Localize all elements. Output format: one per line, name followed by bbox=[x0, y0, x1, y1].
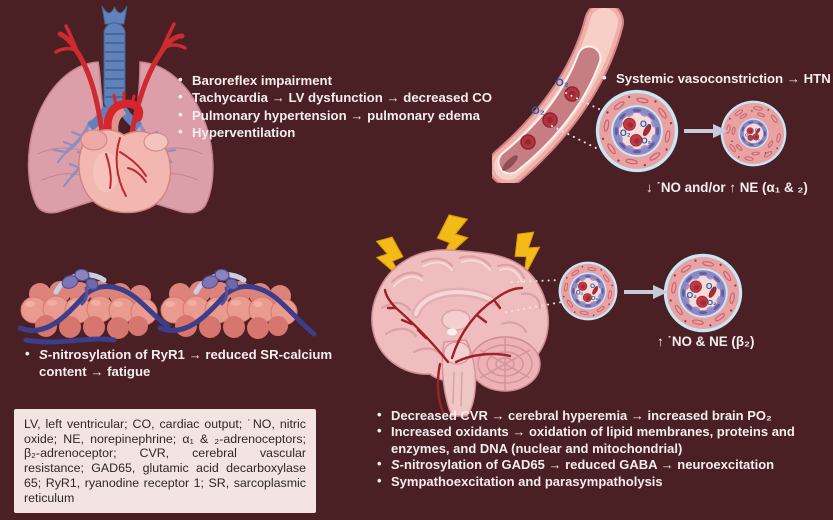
abbreviations-legend: LV, left ventricular; CO, cardiac output… bbox=[14, 409, 316, 513]
ryr1-effects-list: S-nitrosylation of RyR1 → reduced SR-cal… bbox=[24, 345, 342, 381]
vessel-effect-label: ↓ ˙NO and/or ↑ NE (α₁ & ₂) bbox=[646, 180, 808, 195]
list-item: Increased oxidants → oxidation of lipid … bbox=[376, 423, 814, 457]
blood-vessel-illustration: O₂ O₂ bbox=[492, 8, 624, 183]
list-item: Systemic vasoconstriction → HTN bbox=[601, 69, 831, 87]
vessel-cross-section-constricted bbox=[720, 100, 787, 167]
ryr1-filament-icon bbox=[18, 284, 317, 345]
cardiopulmonary-effects-list: Baroreflex impairment Tachycardia → LV d… bbox=[177, 71, 522, 141]
list-item: Tachycardia → LV dysfunction → decreased… bbox=[177, 88, 522, 106]
cerebellum-icon bbox=[469, 336, 541, 392]
list-item: Pulmonary hypertension → pulmonary edema bbox=[177, 106, 522, 124]
trachea-icon bbox=[87, 5, 142, 131]
list-item: S-nitrosylation of RyR1 → reduced SR-cal… bbox=[24, 345, 342, 381]
brain-effect-label: ↑ ˙NO & NE (β₂) bbox=[657, 334, 755, 349]
channel-complex-icon bbox=[53, 268, 247, 306]
vasoconstriction-list: Systemic vasoconstriction → HTN bbox=[601, 69, 831, 87]
red-blood-cells-icon bbox=[520, 86, 580, 150]
muscle-illustration bbox=[18, 268, 317, 345]
arrow-icon bbox=[624, 124, 728, 299]
vessel-cross-section-dilated bbox=[663, 253, 743, 333]
list-item: S-nitrosylation of GAD65 → reduced GABA … bbox=[376, 456, 814, 473]
o2-label: O₂ bbox=[531, 105, 545, 117]
heart-icon bbox=[78, 91, 172, 214]
vessel-cross-section-normal bbox=[558, 261, 618, 321]
lungs-heart-illustration bbox=[27, 5, 214, 214]
list-item: Baroreflex impairment bbox=[177, 71, 522, 89]
vessel-cross-section-normal bbox=[595, 89, 679, 173]
list-item: Sympathoexcitation and parasympatholysis bbox=[376, 473, 814, 490]
list-item: Decreased CVR → cerebral hyperemia → inc… bbox=[376, 407, 814, 424]
o2-label: O₂ bbox=[555, 77, 569, 89]
cerebral-effects-list: Decreased CVR → cerebral hyperemia → inc… bbox=[376, 407, 814, 490]
list-item: Hyperventilation bbox=[177, 123, 522, 141]
dotted-connector bbox=[505, 92, 606, 313]
